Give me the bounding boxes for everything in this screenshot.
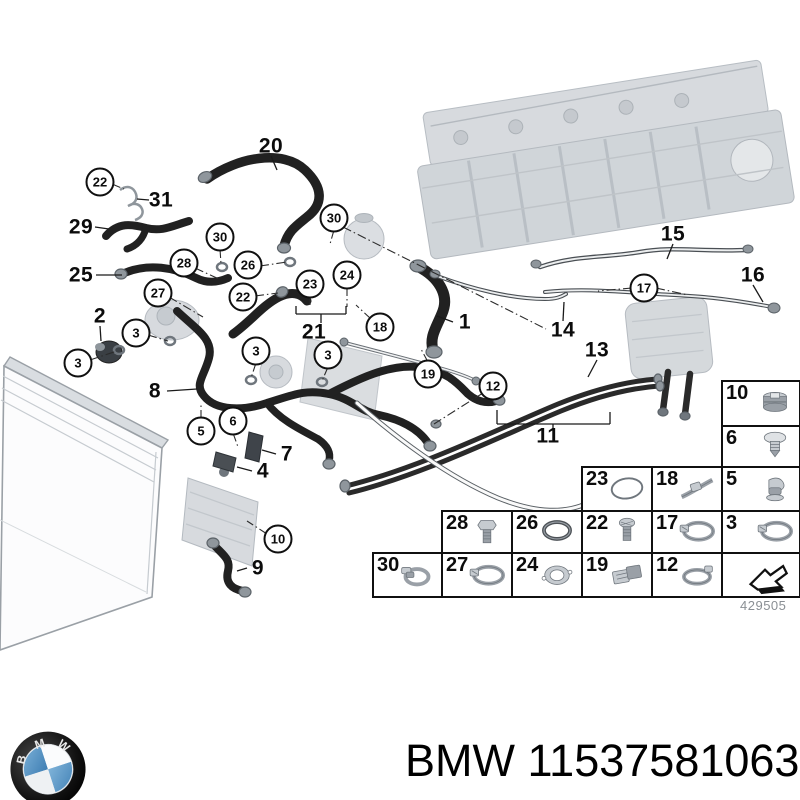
bmw-logo: B M W bbox=[10, 731, 86, 800]
grid-cell-10: 10 bbox=[721, 380, 800, 427]
callout-20: 20 bbox=[258, 134, 284, 158]
callout-circled-19: 19 bbox=[413, 359, 443, 389]
callout-circled-12: 12 bbox=[478, 371, 508, 401]
grid-cell-number: 19 bbox=[586, 554, 609, 576]
grid-cell-number: 30 bbox=[377, 554, 400, 576]
grid-cell-22: 22 bbox=[581, 510, 653, 554]
brand-text: BMW bbox=[405, 735, 515, 786]
callout-4: 4 bbox=[256, 459, 270, 483]
grid-cell-number: 6 bbox=[726, 427, 738, 449]
callout-circled-17: 17 bbox=[629, 273, 659, 303]
callout-circled-3: 3 bbox=[121, 318, 151, 348]
callout-2: 2 bbox=[93, 304, 107, 328]
hose-clamp-icon bbox=[757, 520, 794, 542]
grid-cell-number: 3 bbox=[726, 512, 738, 534]
coolant-pipes bbox=[339, 244, 781, 513]
grid-cell-18: 18 bbox=[651, 466, 723, 512]
grid-cell-number: 27 bbox=[446, 554, 469, 576]
callout-circled-27: 27 bbox=[143, 278, 173, 308]
grid-cell-19: 19 bbox=[581, 552, 653, 598]
callout-circled-18: 18 bbox=[365, 312, 395, 342]
sensor-connector-icon bbox=[612, 564, 642, 585]
callout-11: 11 bbox=[536, 424, 560, 448]
spring-clamp-icon bbox=[401, 567, 431, 587]
grid-cell-3: 3 bbox=[721, 510, 800, 554]
callout-circled-30: 30 bbox=[205, 222, 235, 252]
part-number-line: BMW 11537581063 bbox=[405, 735, 799, 787]
callout-9: 9 bbox=[251, 556, 265, 580]
grid-cell-number: 23 bbox=[586, 468, 609, 490]
direction-arrow-icon bbox=[748, 564, 789, 595]
grid-cell-27: 27 bbox=[441, 552, 513, 598]
grid-cell-26: 26 bbox=[511, 510, 583, 554]
hose-clamp-icon bbox=[679, 520, 716, 542]
part-number-text: 11537581063 bbox=[527, 735, 800, 786]
grid-cell-number: 12 bbox=[656, 554, 679, 576]
band-clamp-icon bbox=[682, 565, 713, 586]
grid-cell-17: 17 bbox=[651, 510, 723, 554]
callout-circled-23: 23 bbox=[295, 269, 325, 299]
callout-circled-22: 22 bbox=[85, 167, 115, 197]
callout-circled-3: 3 bbox=[63, 348, 93, 378]
grid-cell-5: 5 bbox=[721, 466, 800, 512]
gasket-flange-icon bbox=[541, 565, 573, 585]
small-parts bbox=[95, 185, 329, 473]
expanding-rivet-icon bbox=[763, 431, 787, 458]
callout-circled-10: 10 bbox=[263, 524, 293, 554]
callout-circled-22: 22 bbox=[228, 282, 258, 312]
callout-1: 1 bbox=[458, 310, 472, 334]
grid-cell-number: 17 bbox=[656, 512, 679, 534]
callout-16: 16 bbox=[740, 263, 766, 287]
engine-block-illustration bbox=[417, 59, 795, 260]
callout-8: 8 bbox=[148, 379, 162, 403]
callout-15: 15 bbox=[660, 222, 686, 246]
callout-25: 25 bbox=[68, 263, 94, 287]
svg-text:M: M bbox=[33, 736, 47, 752]
callout-circled-3: 3 bbox=[241, 336, 271, 366]
callout-7: 7 bbox=[280, 442, 294, 466]
construction-lines bbox=[89, 183, 689, 535]
callout-31: 31 bbox=[148, 188, 174, 212]
grid-cell-23: 23 bbox=[581, 466, 653, 512]
grid-cell-6: 6 bbox=[721, 425, 800, 468]
callout-circled-3: 3 bbox=[313, 340, 343, 370]
grid-cell-number: 18 bbox=[656, 468, 679, 490]
torx-bolt-icon bbox=[618, 517, 636, 541]
grid-cell-number: 10 bbox=[726, 382, 749, 404]
grid-cell-number: 26 bbox=[516, 512, 539, 534]
svg-text:B: B bbox=[14, 753, 30, 765]
callout-circled-6: 6 bbox=[218, 406, 248, 436]
callout-circled-30: 30 bbox=[319, 203, 349, 233]
grid-cell-number: 5 bbox=[726, 468, 738, 490]
grid-cell-number: 22 bbox=[586, 512, 609, 534]
callout-circled-28: 28 bbox=[169, 248, 199, 278]
grid-cell-28: 28 bbox=[441, 510, 513, 554]
callout-21: 21 bbox=[301, 320, 327, 344]
holder-clip-icon bbox=[766, 477, 785, 502]
callout-circled-24: 24 bbox=[332, 260, 362, 290]
diagram-id-number: 429505 bbox=[740, 598, 787, 613]
callout-29: 29 bbox=[68, 215, 94, 239]
hex-bolt-icon bbox=[477, 520, 497, 544]
callout-14: 14 bbox=[550, 318, 576, 342]
grid-cell-24: 24 bbox=[511, 552, 583, 598]
o-ring-icon bbox=[542, 520, 572, 541]
grid-cell-30: 30 bbox=[372, 552, 443, 598]
hoses bbox=[102, 153, 694, 595]
grid-cell-arrow bbox=[721, 552, 800, 598]
callout-circled-26: 26 bbox=[233, 250, 263, 280]
callout-13: 13 bbox=[584, 338, 610, 362]
leader-lines bbox=[94, 155, 764, 572]
o-ring-thin-icon bbox=[610, 477, 644, 500]
grid-cell-12: 12 bbox=[651, 552, 723, 598]
coupling-plug-icon bbox=[763, 391, 787, 412]
radiator-illustration bbox=[0, 356, 170, 651]
hose-clamp-icon bbox=[469, 564, 506, 586]
strap-clamp-icon bbox=[680, 477, 714, 500]
grid-cell-number: 28 bbox=[446, 512, 469, 534]
hose-fittings bbox=[114, 170, 691, 598]
callout-circled-5: 5 bbox=[186, 416, 216, 446]
grid-cell-number: 24 bbox=[516, 554, 539, 576]
